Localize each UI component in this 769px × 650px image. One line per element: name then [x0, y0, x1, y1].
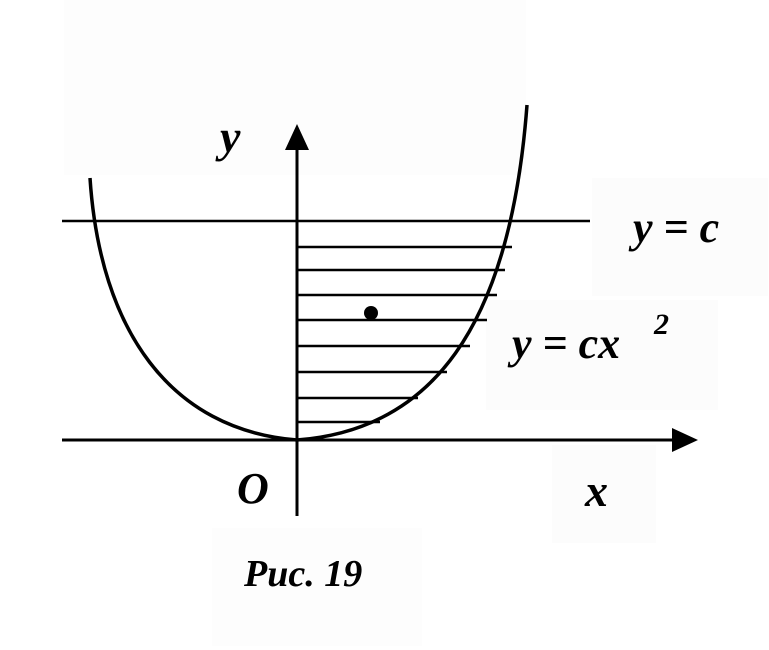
curve-exponent: 2: [653, 308, 669, 341]
point-marker: [364, 306, 378, 320]
parabola-curve: [88, 104, 529, 442]
scan-patch: [592, 178, 768, 296]
y-axis-label: y: [215, 111, 241, 162]
scan-patch: [212, 528, 422, 646]
curve-label: y = cx: [507, 319, 620, 368]
origin-label: O: [237, 464, 269, 513]
scan-patch: [486, 300, 718, 410]
line-label: y = c: [628, 203, 719, 252]
figure-caption: Рис. 19: [243, 553, 362, 595]
x-axis-label: x: [584, 465, 608, 516]
x-axis-arrow-icon: [672, 428, 698, 452]
hatched-region: [297, 245, 512, 424]
scan-patch: [552, 445, 656, 543]
y-axis-arrow-icon: [285, 124, 309, 150]
